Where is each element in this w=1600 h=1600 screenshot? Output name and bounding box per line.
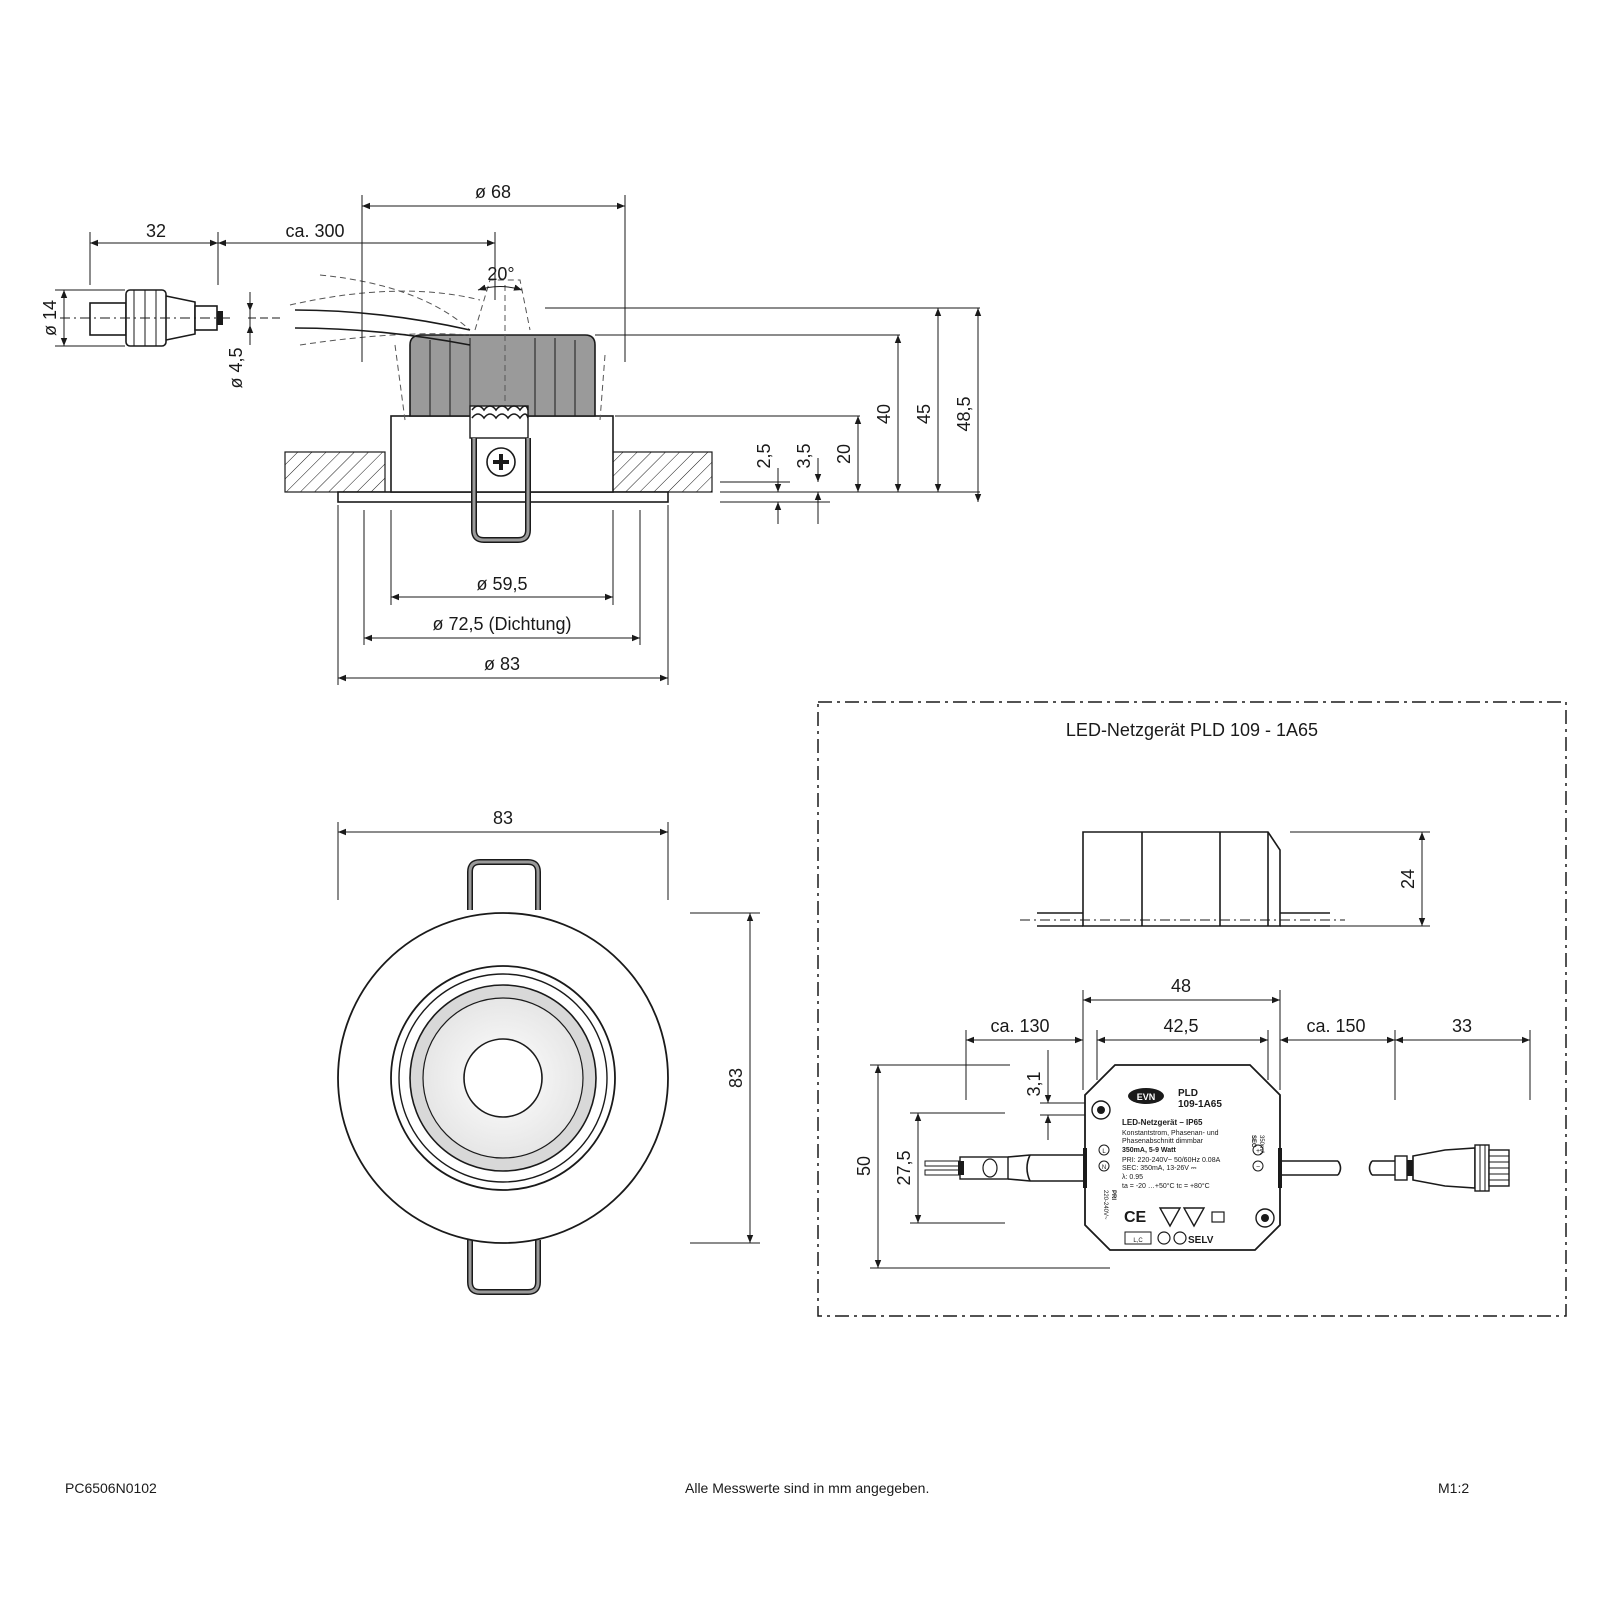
dim-h31: 3,1: [1024, 1071, 1044, 1096]
flange: [337, 491, 669, 503]
dim-d45: ø 4,5: [226, 347, 246, 388]
footer-scale: M1:2: [1438, 1480, 1470, 1496]
psu-top-view: EVN PLD 109-1A65 LED-Netzgerät – IP65 Ko…: [854, 976, 1531, 1269]
model-line2: 109-1A65: [1178, 1099, 1222, 1110]
pri-label: PRI: [1110, 1190, 1116, 1200]
dim-h20: 20: [834, 444, 854, 464]
side-view: ø 68 32 ca. 300 20° ø 14 ø 4,5 40 45 48,…: [40, 182, 982, 685]
footer-code: PC6506N0102: [65, 1480, 157, 1496]
heatsink-fins: [429, 338, 576, 416]
terminal-plus: [1252, 1144, 1264, 1156]
sec-label: SEC: [1250, 1135, 1256, 1148]
secondary-cable: [1282, 1144, 1510, 1192]
pri-voltage: 220-240V~: [1102, 1190, 1108, 1220]
dim-d725: ø 72,5 (Dichtung): [432, 614, 571, 634]
ce-mark: CE: [1124, 1209, 1147, 1226]
terminal-l-label: L: [1102, 1149, 1106, 1155]
dim-d68: ø 68: [475, 182, 511, 202]
label-line4: PRI: 220-240V~ 50/60Hz 0.08A: [1122, 1157, 1221, 1164]
terminal-n-label: N: [1102, 1165, 1106, 1171]
dim-angle: 20°: [487, 264, 514, 284]
dim-h35: 3,5: [794, 443, 814, 468]
psu-side-view: 24: [1020, 831, 1430, 927]
psu-frame: [817, 701, 1567, 1317]
dim-h25: 2,5: [754, 443, 774, 468]
primary-cable: [924, 1154, 1085, 1182]
dim-d595: ø 59,5: [476, 574, 527, 594]
dimension-lines: [60, 202, 982, 682]
dim-h40: 40: [874, 404, 894, 424]
led: [463, 1038, 543, 1118]
sec-current: 350mA: [1258, 1135, 1264, 1154]
dim-ca130: ca. 130: [990, 1016, 1049, 1036]
psu-title: LED-Netzgerät PLD 109 - 1A65: [1066, 720, 1318, 740]
terminal-l: [1098, 1144, 1110, 1156]
dim-ca150: ca. 150: [1306, 1016, 1365, 1036]
dim-psu-48: 48: [1171, 976, 1191, 996]
label-line2: Phasenabschnitt dimmbar: [1122, 1138, 1204, 1145]
dim-top-height: 83: [726, 1068, 746, 1088]
psu-body: [1084, 1064, 1281, 1251]
dim-h275: 27,5: [894, 1150, 914, 1185]
ceiling-right: [611, 451, 713, 493]
spring-clip: [469, 405, 531, 543]
extension-lines: [55, 195, 980, 685]
terminal-minus-label: −: [1256, 1164, 1260, 1171]
tilt-outline: [289, 274, 606, 421]
top-clip: [467, 859, 541, 910]
certification-icons: [1124, 1207, 1225, 1245]
heatsink: [409, 334, 596, 417]
cable: [248, 309, 471, 346]
dim-d83: ø 83: [484, 654, 520, 674]
dim-d14: ø 14: [40, 300, 60, 336]
model-line1: PLD: [1178, 1088, 1198, 1099]
dim-psu-425: 42,5: [1163, 1016, 1198, 1036]
dim-h45: 45: [914, 404, 934, 424]
dim-top-width: 83: [493, 808, 513, 828]
dim-ca300: ca. 300: [285, 221, 344, 241]
connector: [60, 289, 230, 347]
terminal-plus-label: +: [1256, 1148, 1260, 1155]
terminal-minus: [1252, 1160, 1264, 1172]
dim-32: 32: [146, 221, 166, 241]
bottom-clip: [467, 1240, 541, 1295]
dim-33: 33: [1452, 1016, 1472, 1036]
ceiling-left: [284, 451, 386, 493]
dim-h50: 50: [854, 1156, 874, 1176]
dim-h485: 48,5: [954, 396, 974, 431]
label-line5: SEC: 350mA, 13-26V ⎓: [1122, 1165, 1197, 1172]
top-view: 83 83: [337, 808, 760, 1295]
footer-note: Alle Messwerte sind in mm angegeben.: [685, 1480, 930, 1496]
label-line3: 350mA, 5-9 Watt: [1122, 1147, 1176, 1154]
brand-logo: [1128, 1088, 1164, 1104]
label-line7: ta = -20 …+50°C tc = +80°C: [1122, 1182, 1210, 1190]
label-line1: Konstantstrom, Phasenan- und: [1122, 1130, 1219, 1137]
psu-section: LED-Netzgerät PLD 109 - 1A65 24: [817, 701, 1567, 1317]
selv-mark: SELV: [1188, 1235, 1214, 1246]
terminal-n: [1098, 1160, 1110, 1172]
label-heading: LED-Netzgerät – IP65: [1122, 1118, 1203, 1127]
label-line6: λ: 0.95: [1122, 1174, 1143, 1181]
dim-psu-24: 24: [1398, 869, 1418, 889]
lc-mark: L,C: [1133, 1238, 1143, 1244]
brand-text: EVN: [1137, 1092, 1156, 1102]
